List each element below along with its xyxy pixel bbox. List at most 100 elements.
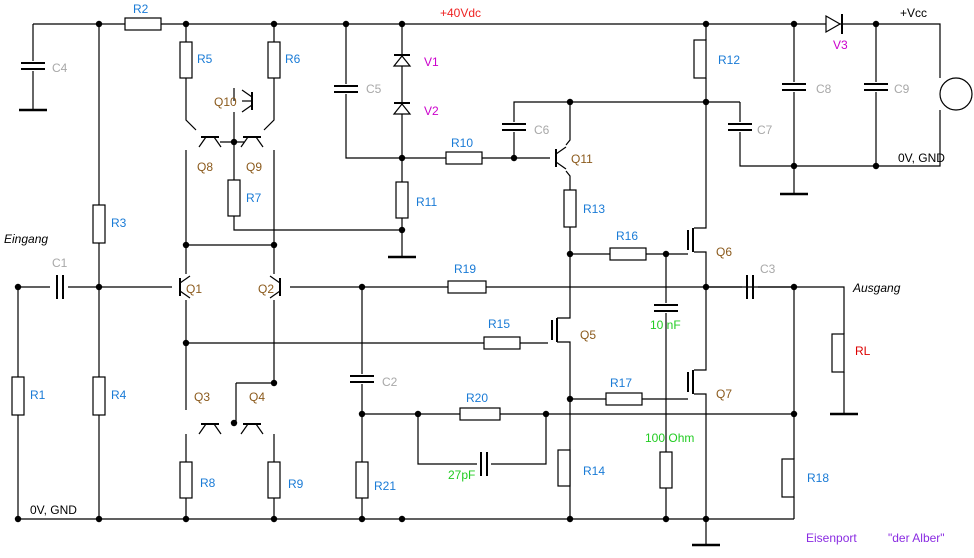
wire: [491, 414, 547, 465]
label-r6: R6: [285, 52, 301, 66]
label-rl: RL: [855, 344, 871, 358]
junction-dot: [662, 250, 670, 258]
wire: [185, 78, 197, 131]
resistor-r14: [557, 449, 571, 487]
wires: [17, 23, 941, 545]
label-q8: Q8: [197, 160, 213, 174]
label-r15: R15: [488, 317, 510, 331]
label-v1: V1: [424, 55, 439, 69]
label-r1: R1: [30, 388, 46, 402]
resistor-r3: [92, 204, 106, 244]
junction-dot: [14, 283, 22, 291]
junction-dot: [872, 20, 880, 28]
resistor-r5: [179, 41, 193, 79]
label-r16: R16: [616, 229, 638, 243]
transistor-q1: [179, 275, 191, 284]
wire: [565, 102, 571, 146]
label-r2: R2: [133, 2, 149, 16]
junction-dot: [398, 515, 406, 523]
transistor-q9: [240, 136, 249, 148]
components: [11, 14, 973, 547]
resistor-r10: [445, 151, 483, 165]
transistor-q3: [213, 423, 222, 435]
resistor-r1: [11, 376, 25, 416]
supply-label: +40Vdc: [440, 6, 481, 20]
output-label: Ausgang: [852, 281, 901, 295]
resistor-r8: [179, 461, 193, 499]
label-r19: R19: [454, 262, 476, 276]
transistor-q2: [269, 275, 281, 284]
label-c9: C9: [894, 82, 910, 96]
label-c6: C6: [534, 123, 550, 137]
junction-dot: [566, 98, 574, 106]
junction-dot: [566, 250, 574, 258]
credit-left: Eisenport: [806, 531, 857, 545]
wire: [565, 170, 571, 190]
label-r20: R20: [466, 391, 488, 405]
label-c4: C4: [52, 61, 68, 75]
transistor-q10: [241, 104, 253, 113]
junction-dot: [358, 283, 366, 291]
wire: [694, 251, 707, 371]
label-c8: C8: [816, 82, 832, 96]
junction-dot: [398, 154, 406, 162]
wire: [161, 23, 941, 78]
resistor-r15: [483, 336, 521, 350]
resistor-r16: [609, 247, 647, 261]
wire: [233, 216, 402, 231]
resistor-r20: [459, 407, 501, 421]
label-v3: V3: [833, 38, 848, 52]
label-q3: Q3: [194, 390, 210, 404]
junction-dot: [270, 241, 278, 249]
label-r8: R8: [200, 476, 216, 490]
label-r12: R12: [718, 53, 740, 67]
wire: [263, 78, 275, 131]
junction-dot: [702, 283, 710, 291]
junction-dot: [414, 410, 422, 418]
wire: [694, 393, 707, 545]
gnd-label-left: 0V, GND: [30, 503, 77, 517]
vcc-label: +Vcc: [900, 6, 927, 20]
resistor-r7: [227, 179, 241, 217]
wire: [513, 101, 740, 122]
wire: [557, 341, 571, 519]
resistor-r17: [605, 392, 643, 406]
label-q1: Q1: [186, 282, 202, 296]
junction-dot: [702, 98, 710, 106]
label-r14: R14: [583, 464, 605, 478]
junction-dot: [14, 515, 22, 523]
junction-dot: [358, 410, 366, 418]
wire: [345, 94, 446, 159]
resistor-r4: [92, 376, 106, 416]
wire: [758, 286, 845, 334]
junction-dot: [95, 283, 103, 291]
label-q11: Q11: [571, 152, 593, 166]
label-q4: Q4: [249, 390, 265, 404]
transistor-q1: [179, 290, 191, 299]
label-r5: R5: [197, 52, 213, 66]
voltage-source: [939, 77, 973, 111]
junction-dot: [182, 339, 190, 347]
junction-dot: [342, 20, 350, 28]
junction-dot: [790, 410, 798, 418]
label-r7: R7: [246, 191, 262, 205]
wire: [739, 110, 941, 167]
junction-dot: [790, 283, 798, 291]
diode-v3: [825, 14, 842, 34]
resistor-rl: [831, 333, 845, 373]
junction-dot: [230, 419, 238, 427]
label-c2: C2: [382, 375, 398, 389]
label-q2: Q2: [258, 282, 274, 296]
cap-10nf-label: 10 nF: [650, 318, 681, 332]
resistor-r19: [447, 280, 487, 294]
junction-dot: [790, 162, 798, 170]
label-q6: Q6: [716, 245, 732, 259]
junction-dot: [230, 138, 238, 146]
label-r3: R3: [111, 216, 127, 230]
gnd-label-right: 0V, GND: [898, 151, 945, 165]
input-label: Eingang: [4, 232, 48, 246]
labels: +40Vdc +Vcc 0V, GND 0V, GND Eingang Ausg…: [4, 2, 945, 545]
junction-dot: [270, 20, 278, 28]
label-r18: R18: [807, 471, 829, 485]
transistor-q8: [198, 136, 207, 148]
